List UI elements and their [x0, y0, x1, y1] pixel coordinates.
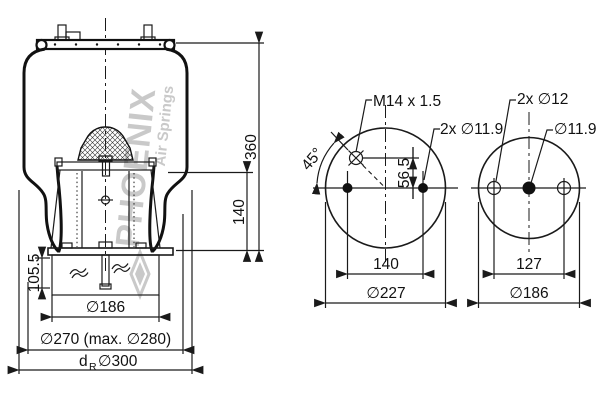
dim-bellows-dia-label: ∅270 (max. ∅280) [40, 331, 171, 348]
center-hole-leader: ∅11.9 [530, 121, 597, 184]
piston-skirt-left [50, 169, 61, 249]
piston-top-plate [56, 161, 155, 171]
angle-label: 45° [298, 145, 326, 174]
piston-top-view: 45° M14 x 1.5 2x ∅11.9 56.5 140 ∅227 [298, 93, 503, 308]
base-view: 2x ∅12 ∅11.9 127 ∅186 [467, 91, 597, 308]
mount-hole-left [486, 180, 502, 196]
base-view-dimensions: 127 ∅186 [467, 202, 591, 308]
mount-hole-right [556, 180, 572, 196]
dim-piston-height-label: 140 [231, 199, 248, 225]
lower-height-dimension: 105.5 [26, 246, 50, 300]
right-stud [143, 24, 153, 41]
lower-mount [51, 254, 160, 296]
rubber-bumper [77, 126, 134, 161]
thread-label: M14 x 1.5 [373, 93, 441, 110]
height-dimensions: 360 140 [168, 31, 264, 262]
mount-holes-label: 2x ∅12 [517, 91, 568, 108]
angle-arc [311, 131, 345, 195]
left-stud [57, 24, 67, 41]
top-plate-band [35, 38, 176, 51]
dim-piston-dia-label: ∅186 [86, 299, 125, 316]
mount-holes-leader: 2x ∅12 [495, 91, 568, 182]
stud-holes-label: 2x ∅11.9 [440, 121, 503, 138]
piston-skirt-right [150, 169, 161, 249]
base-outline-circle [477, 136, 581, 240]
dim-stud-spacing-label: 140 [373, 256, 399, 273]
diameter-dimensions: ∅186 ∅270 (max. ∅280) d R ∅300 [7, 190, 204, 375]
bellows [22, 47, 189, 253]
dim-total-height-label: 360 [243, 134, 260, 160]
bellows-right-wall [148, 47, 189, 253]
bellows-left-wall [22, 47, 63, 253]
dim-lower-height-label: 105.5 [26, 254, 43, 293]
side-view: 360 140 105.5 ∅186 ∅270 (max. ∅280) d R [7, 18, 264, 375]
phoenix-diamond-logo-icon [129, 248, 151, 300]
phoenix-watermark: PHOENIX Air Springs [109, 85, 177, 300]
dim-thread-offset-label: 56.5 [396, 158, 413, 188]
dim-rolling-prefix-label: d [79, 353, 88, 370]
thread-leader: M14 x 1.5 [355, 93, 441, 153]
top-view-dimensions: 140 ∅227 [314, 202, 457, 308]
dim-outer-dia-label: ∅227 [366, 285, 405, 302]
dim-rolling-sub-label: R [89, 361, 97, 373]
mounting-stud [101, 254, 110, 287]
piston [47, 126, 174, 256]
center-hole-label: ∅11.9 [554, 121, 597, 138]
stud-holes-leader: 2x ∅11.9 [423, 121, 503, 181]
dim-hole-spacing-label: 127 [516, 256, 542, 273]
center-stud-hole [522, 181, 536, 195]
plate-rivets [53, 43, 162, 46]
top-plate [35, 24, 176, 52]
thread-hole-m14 [330, 131, 384, 186]
dim-rolling-dia-label: ∅300 [98, 353, 138, 370]
thread-offset-dimension: 56.5 [363, 147, 419, 199]
break-line [69, 268, 87, 275]
break-line [111, 263, 129, 270]
stud-hole-left [342, 183, 353, 193]
stud-hole-right [418, 183, 428, 193]
dim-base-dia-label: ∅186 [509, 285, 548, 302]
